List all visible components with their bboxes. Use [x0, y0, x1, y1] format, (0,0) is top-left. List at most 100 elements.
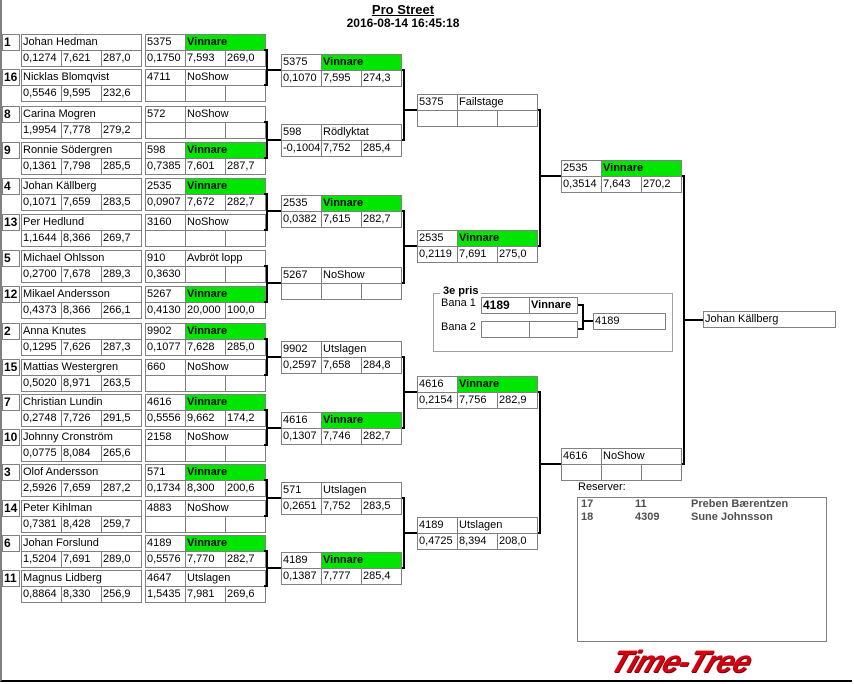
car-number[interactable]: 571 — [281, 482, 322, 499]
car-number[interactable]: 4189 — [145, 535, 186, 552]
driver-name[interactable]: Johan Forslund — [21, 535, 142, 552]
speed: 282,7 — [361, 211, 402, 228]
reaction-time — [145, 516, 186, 533]
status-badge: Utslagen — [321, 341, 402, 358]
speed — [225, 516, 266, 533]
seed-number: 3 — [2, 464, 20, 481]
car-number[interactable]: 2535 — [145, 178, 186, 195]
speed: 263,5 — [101, 375, 142, 392]
reaction-time: 0,5020 — [21, 375, 62, 392]
reaction-time: 1,5204 — [21, 551, 62, 568]
car-number[interactable]: 9902 — [281, 341, 322, 358]
reserve-num: 4309 — [635, 511, 660, 523]
status-badge: NoShow — [185, 106, 266, 123]
driver-name[interactable]: Mikael Andersson — [21, 286, 142, 303]
status-badge: Vinnare — [185, 178, 266, 195]
car-number[interactable]: 598 — [281, 124, 322, 141]
car-number[interactable]: 2158 — [145, 429, 186, 446]
reaction-time: 0,1071 — [21, 194, 62, 211]
driver-name[interactable]: Carina Mogren — [21, 106, 142, 123]
elapsed-time: 7,672 — [185, 194, 226, 211]
speed — [225, 85, 266, 102]
driver-name[interactable]: Magnus Lidberg — [21, 570, 142, 587]
car-number[interactable]: 5375 — [281, 54, 322, 71]
car-number[interactable]: 4883 — [145, 500, 186, 517]
car-number[interactable]: 660 — [145, 359, 186, 376]
driver-name[interactable]: Johan Hedman — [21, 34, 142, 51]
driver-name[interactable]: Anna Knutes — [21, 323, 142, 340]
connector-line — [582, 304, 584, 330]
car-number[interactable]: 2535 — [281, 195, 322, 212]
car-number[interactable]: 4616 — [145, 394, 186, 411]
car-number[interactable]: 5375 — [145, 34, 186, 51]
speed — [497, 110, 538, 127]
status-badge: Vinnare — [185, 34, 266, 51]
reaction-time: 0,1734 — [145, 480, 186, 497]
driver-name[interactable]: Peter Kihlman — [21, 500, 142, 517]
driver-name[interactable]: Christian Lundin — [21, 394, 142, 411]
reaction-time: 0,2748 — [21, 410, 62, 427]
third-place-group — [433, 293, 673, 352]
connector-line — [401, 139, 405, 141]
car-number[interactable]: 4616 — [281, 412, 322, 429]
lane1-number[interactable]: 4189 — [481, 297, 530, 314]
car-number[interactable]: 572 — [145, 106, 186, 123]
lane2-number[interactable] — [481, 321, 530, 338]
car-number[interactable]: 598 — [145, 142, 186, 159]
car-number[interactable]: 910 — [145, 250, 186, 267]
speed: 284,8 — [361, 357, 402, 374]
car-number[interactable]: 4189 — [281, 552, 322, 569]
car-number[interactable]: 4616 — [561, 448, 602, 465]
car-number[interactable]: 5267 — [281, 267, 322, 284]
elapsed-time: 7,628 — [185, 339, 226, 356]
seed-number: 1 — [2, 34, 20, 51]
seed-number: 10 — [2, 429, 20, 446]
car-number[interactable]: 4647 — [145, 570, 186, 587]
speed: 269,6 — [225, 586, 266, 603]
reaction-time: 0,0382 — [281, 211, 322, 228]
car-number[interactable]: 4711 — [145, 69, 186, 86]
driver-name[interactable]: Michael Ohlsson — [21, 250, 142, 267]
car-number[interactable]: 5375 — [417, 94, 458, 111]
reaction-time: 0,2119 — [417, 246, 458, 263]
car-number[interactable]: 4616 — [417, 376, 458, 393]
connector-line — [539, 392, 541, 533]
speed: 269,0 — [225, 50, 266, 67]
status-badge: Vinnare — [185, 394, 266, 411]
status-badge: NoShow — [185, 359, 266, 376]
connector-line — [266, 567, 281, 569]
connector-line — [683, 319, 703, 321]
connector-line — [266, 194, 268, 230]
reaction-time: 0,5576 — [145, 551, 186, 568]
speed — [361, 283, 402, 300]
driver-name[interactable]: Ronnie Södergren — [21, 142, 142, 159]
elapsed-time — [185, 516, 226, 533]
driver-name[interactable]: Mattias Westergren — [21, 359, 142, 376]
seed-number: 8 — [2, 106, 20, 123]
elapsed-time — [185, 445, 226, 462]
elapsed-time: 7,770 — [185, 551, 226, 568]
driver-name[interactable]: Johan Källberg — [21, 178, 142, 195]
speed: 282,7 — [361, 428, 402, 445]
elapsed-time: 7,659 — [61, 194, 102, 211]
driver-name[interactable]: Johnny Cronström — [21, 429, 142, 446]
driver-name[interactable]: Olof Andersson — [21, 464, 142, 481]
speed: 289,0 — [101, 551, 142, 568]
speed: 232,6 — [101, 85, 142, 102]
car-number[interactable]: 2535 — [561, 160, 602, 177]
reaction-time: 0,2700 — [21, 266, 62, 283]
connector-line — [403, 245, 417, 247]
reserve-pos: 18 — [581, 511, 594, 523]
car-number[interactable]: 2535 — [417, 230, 458, 247]
speed: 285,4 — [361, 568, 402, 585]
driver-name[interactable]: Nicklas Blomqvist — [21, 69, 142, 86]
driver-name[interactable]: Per Hedlund — [21, 214, 142, 231]
reaction-time: 1,5435 — [145, 586, 186, 603]
car-number[interactable]: 5267 — [145, 286, 186, 303]
car-number[interactable]: 571 — [145, 464, 186, 481]
reserves-list[interactable] — [577, 497, 827, 642]
car-number[interactable]: 9902 — [145, 323, 186, 340]
car-number[interactable]: 4189 — [417, 517, 458, 534]
connector-line — [264, 444, 268, 446]
car-number[interactable]: 3160 — [145, 214, 186, 231]
